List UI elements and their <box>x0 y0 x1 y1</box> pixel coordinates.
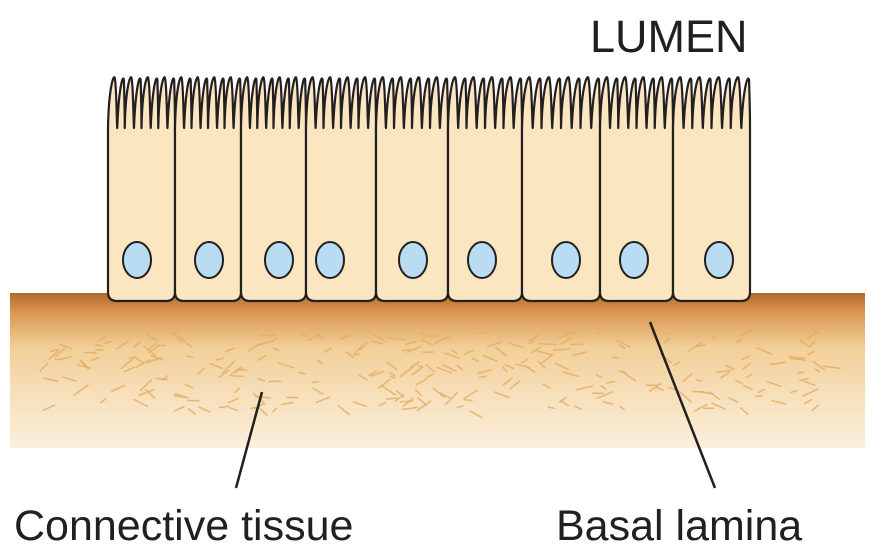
fiber <box>540 344 556 345</box>
fiber <box>85 353 96 354</box>
fiber <box>553 349 570 350</box>
nucleus <box>468 242 496 278</box>
epithelial-cell-3 <box>241 77 306 301</box>
epithelial-cell-5 <box>376 77 448 301</box>
basal-lamina-label: Basal lamina <box>556 502 802 550</box>
nucleus <box>705 242 733 278</box>
connective-tissue-band <box>10 293 865 448</box>
epithelial-cell-9 <box>673 77 750 301</box>
lumen-label: LUMEN <box>590 11 748 62</box>
nucleus <box>195 242 223 278</box>
connective-tissue-label: Connective tissue <box>14 502 353 550</box>
nucleus <box>265 242 293 278</box>
fiber <box>156 379 167 380</box>
epithelial-cell-2 <box>175 77 241 301</box>
epithelial-cell-1 <box>108 77 175 301</box>
fiber <box>313 382 319 383</box>
fiber <box>696 380 701 381</box>
fiber <box>299 373 305 374</box>
nucleus <box>552 242 580 278</box>
fiber <box>387 398 397 399</box>
epithelial-cell-4 <box>306 77 376 301</box>
nucleus <box>620 242 648 278</box>
fiber <box>230 376 243 377</box>
fiber <box>400 401 412 402</box>
fiber <box>403 350 411 351</box>
epithelial-cell-7 <box>522 77 600 301</box>
fiber <box>96 345 102 346</box>
fiber <box>187 356 192 357</box>
fiber <box>798 372 803 373</box>
epithelial-cell-8 <box>600 77 673 301</box>
nucleus <box>123 242 151 278</box>
nucleus <box>316 242 344 278</box>
nucleus <box>399 242 427 278</box>
epithelial-cell-6 <box>448 77 522 301</box>
epithelial-cell-layer <box>108 77 750 301</box>
